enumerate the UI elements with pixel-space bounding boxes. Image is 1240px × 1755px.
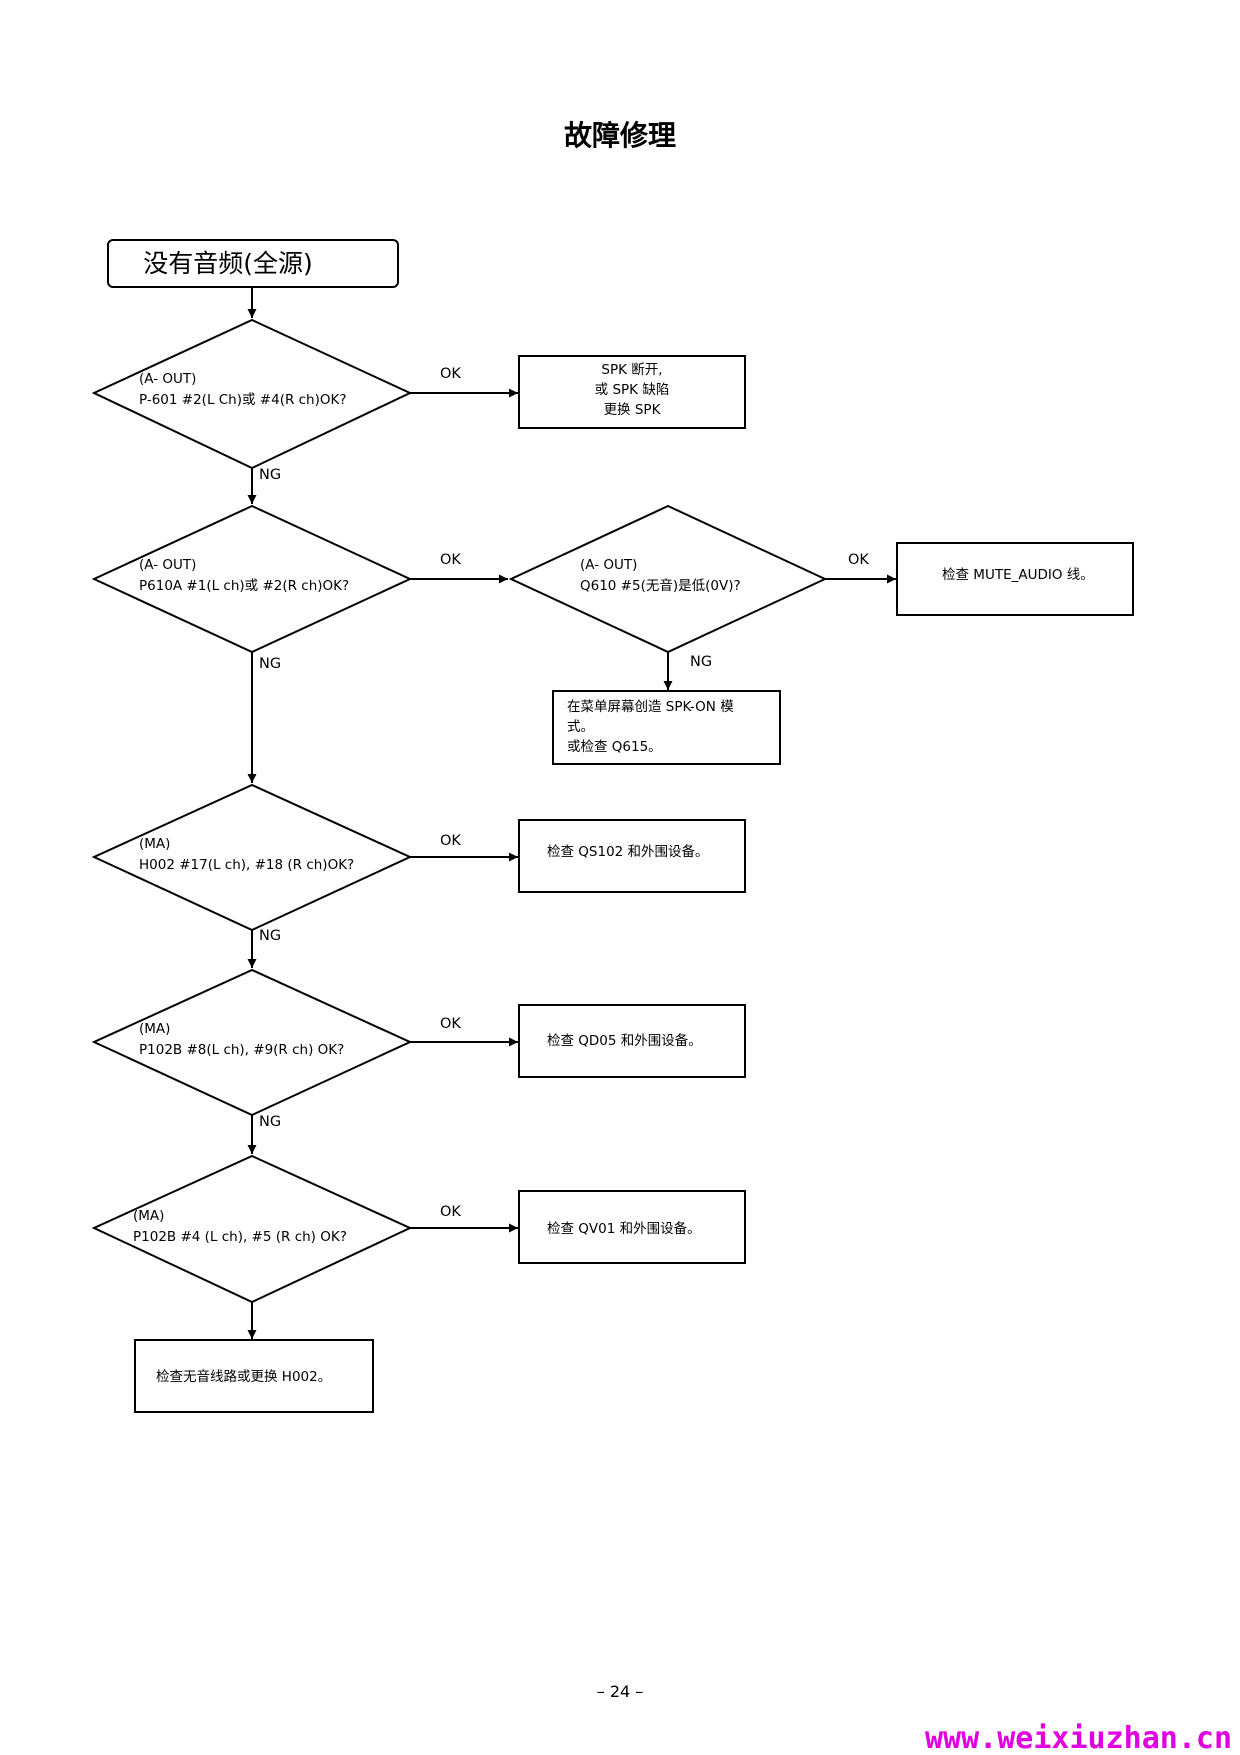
action-1-line-3: 更换 SPK [604,402,662,418]
action-6-line-1: 检查 QV01 和外围设备。 [547,1220,701,1237]
ng-label-d3: NG [690,654,712,670]
ok-label-d2: OK [440,552,461,568]
action-3-box [552,690,781,765]
action-1-box [518,355,746,429]
start-node: 没有音频(全源) [107,239,399,288]
watermark-text: www.weixiuzhan.cn [925,1721,1232,1755]
decision-5-shape [91,968,413,1117]
edge-labels: OK NG OK NG OK NG OK NG OK NG OK [259,366,869,1220]
ng-label-d4: NG [259,928,281,944]
decision-6: (MA) P102B #4 (L ch), #5 (R ch) OK? [91,1154,413,1304]
action-7-line-1: 检查无音线路或更换 H002。 [156,1368,331,1385]
action-1: SPK 断开, 或 SPK 缺陷 更换 SPK [518,355,746,429]
decision-3-shape [508,504,828,654]
decision-6-shape [91,1154,413,1304]
decision-4-line-1: (MA) [139,836,170,852]
decision-3-line-1: (A- OUT) [580,557,637,573]
ng-label-d5: NG [259,1114,281,1130]
decision-2-line-1: (A- OUT) [139,557,196,573]
ok-label-d1: OK [440,366,461,382]
action-7-box [134,1339,374,1413]
action-7: 检查无音线路或更换 H002。 [134,1339,374,1413]
action-1-line-2: 或 SPK 缺陷 [595,382,670,398]
decision-1-line-1: (A- OUT) [139,371,196,387]
action-6-box [518,1190,746,1264]
action-1-line-1: SPK 断开, [601,362,662,378]
decision-2-shape [91,504,413,654]
decision-1-shape [91,318,413,470]
decision-1-line-2: P-601 #2(L Ch)或 #4(R ch)OK? [139,392,347,408]
action-5: 检查 QD05 和外围设备。 [518,1004,746,1078]
connectors [247,287,896,1339]
action-6: 检查 QV01 和外围设备。 [518,1190,746,1264]
ok-label-d3: OK [848,552,869,568]
page-title: 故障修理 [564,119,676,152]
ok-label-d6: OK [440,1204,461,1220]
decision-2: (A- OUT) P610A #1(L ch)或 #2(R ch)OK? [91,504,413,654]
decision-3: (A- OUT) Q610 #5(无音)是低(0V)? [508,504,828,654]
ng-label-d1: NG [259,467,281,483]
ok-label-d4: OK [440,833,461,849]
page-number: – 24 – [597,1682,644,1701]
action-3: 在菜单屏幕创造 SPK-ON 模 式。 或检查 Q615。 [552,690,781,765]
action-5-box [518,1004,746,1078]
start-label: 没有音频(全源) [143,249,313,278]
action-5-line-1: 检查 QD05 和外围设备。 [547,1032,702,1049]
action-3-line-2: 式。 [567,719,594,735]
decision-5: (MA) P102B #8(L ch), #9(R ch) OK? [91,968,413,1117]
action-3-line-3: 或检查 Q615。 [567,739,662,755]
action-2-line-1: 检查 MUTE_AUDIO 线。 [942,567,1094,583]
action-4-line-1: 检查 QS102 和外围设备。 [547,843,709,860]
decision-2-line-2: P610A #1(L ch)或 #2(R ch)OK? [139,578,349,594]
ng-label-d2: NG [259,656,281,672]
decision-1: (A- OUT) P-601 #2(L Ch)或 #4(R ch)OK? [91,318,413,470]
decision-5-line-2: P102B #8(L ch), #9(R ch) OK? [139,1042,344,1058]
decision-3-line-2: Q610 #5(无音)是低(0V)? [580,577,741,594]
action-2: 检查 MUTE_AUDIO 线。 [896,542,1134,616]
decision-6-line-1: (MA) [133,1208,164,1224]
action-4-box [518,819,746,893]
decision-4-line-2: H002 #17(L ch), #18 (R ch)OK? [139,857,354,873]
decision-5-line-1: (MA) [139,1021,170,1037]
action-2-box [896,542,1134,616]
decision-4: (MA) H002 #17(L ch), #18 (R ch)OK? [91,783,413,932]
action-4: 检查 QS102 和外围设备。 [518,819,746,893]
decision-6-line-2: P102B #4 (L ch), #5 (R ch) OK? [133,1229,347,1245]
ok-label-d5: OK [440,1016,461,1032]
action-3-line-1: 在菜单屏幕创造 SPK-ON 模 [567,699,734,715]
decision-4-shape [91,783,413,932]
